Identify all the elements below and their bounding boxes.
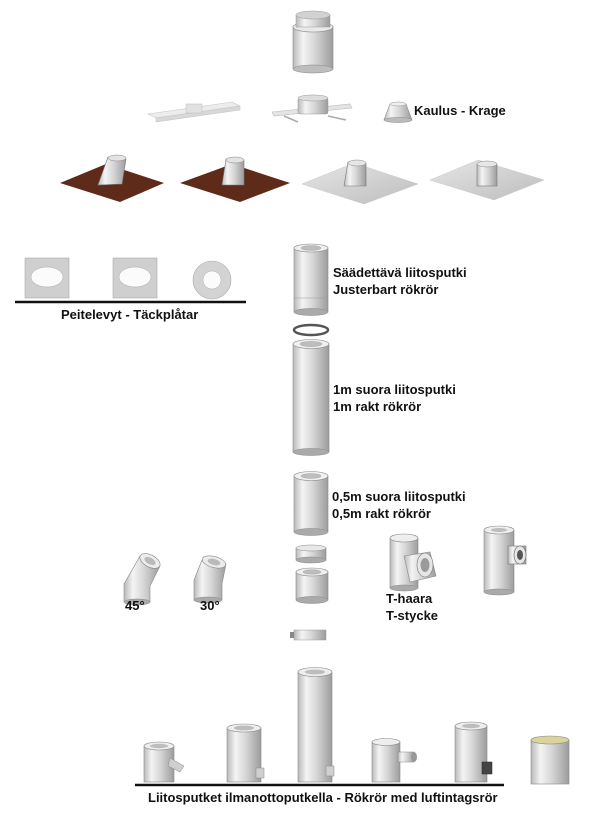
inlet-pipe-side — [371, 738, 417, 783]
label-1m-sv: 1m rakt rökrör — [333, 399, 422, 414]
flashing-steel-2 — [429, 159, 545, 201]
flashing-brown-1 — [60, 154, 164, 202]
cover-plate-square-1 — [24, 257, 70, 299]
t-piece-1 — [389, 533, 437, 592]
band-clamp — [295, 544, 327, 564]
label-30: 30° — [200, 598, 220, 613]
label-bottom: Liitosputket ilmanottoputkella - Rökrör … — [148, 790, 498, 805]
straight-pipe-1m — [292, 339, 330, 456]
top-cap — [292, 10, 334, 74]
label-05m-sv: 0,5m rakt rökrör — [332, 506, 431, 521]
label-collar: Kaulus - Krage — [414, 103, 506, 118]
cover-plate-round — [192, 260, 232, 300]
flashing-brown-2 — [180, 156, 290, 202]
wall-bracket — [271, 94, 353, 123]
inlet-pipe-dark-cap — [454, 721, 493, 783]
adjustable-pipe — [293, 243, 329, 316]
short-pipe — [295, 567, 329, 604]
label-05m-fi: 0,5m suora liitosputki — [332, 489, 466, 504]
roof-support-bar — [147, 101, 241, 123]
flashing-steel-1 — [301, 159, 419, 205]
end-pipe — [530, 735, 570, 785]
sealing-ring-1 — [292, 323, 330, 337]
t-piece-2 — [483, 525, 527, 596]
inlet-pipe-angled — [143, 741, 185, 783]
label-t-fi: T-haara — [386, 591, 433, 606]
elbow-30 — [193, 555, 227, 604]
straight-pipe-05m — [293, 471, 329, 536]
inlet-pipe-medium — [226, 723, 265, 783]
small-connector — [290, 629, 327, 641]
label-cover-plates: Peitelevyt - Täckplåtar — [61, 307, 199, 322]
elbow-45 — [123, 553, 161, 606]
collar-krage — [383, 101, 413, 123]
label-1m-fi: 1m suora liitosputki — [333, 382, 456, 397]
label-adjustable-sv: Justerbart rökrör — [333, 282, 439, 297]
cover-plate-square-2 — [112, 257, 158, 299]
label-t-sv: T-stycke — [386, 608, 439, 623]
inlet-pipe-tall — [297, 667, 335, 783]
label-adjustable-fi: Säädettävä liitosputki — [333, 265, 467, 280]
label-45: 45° — [125, 598, 145, 613]
